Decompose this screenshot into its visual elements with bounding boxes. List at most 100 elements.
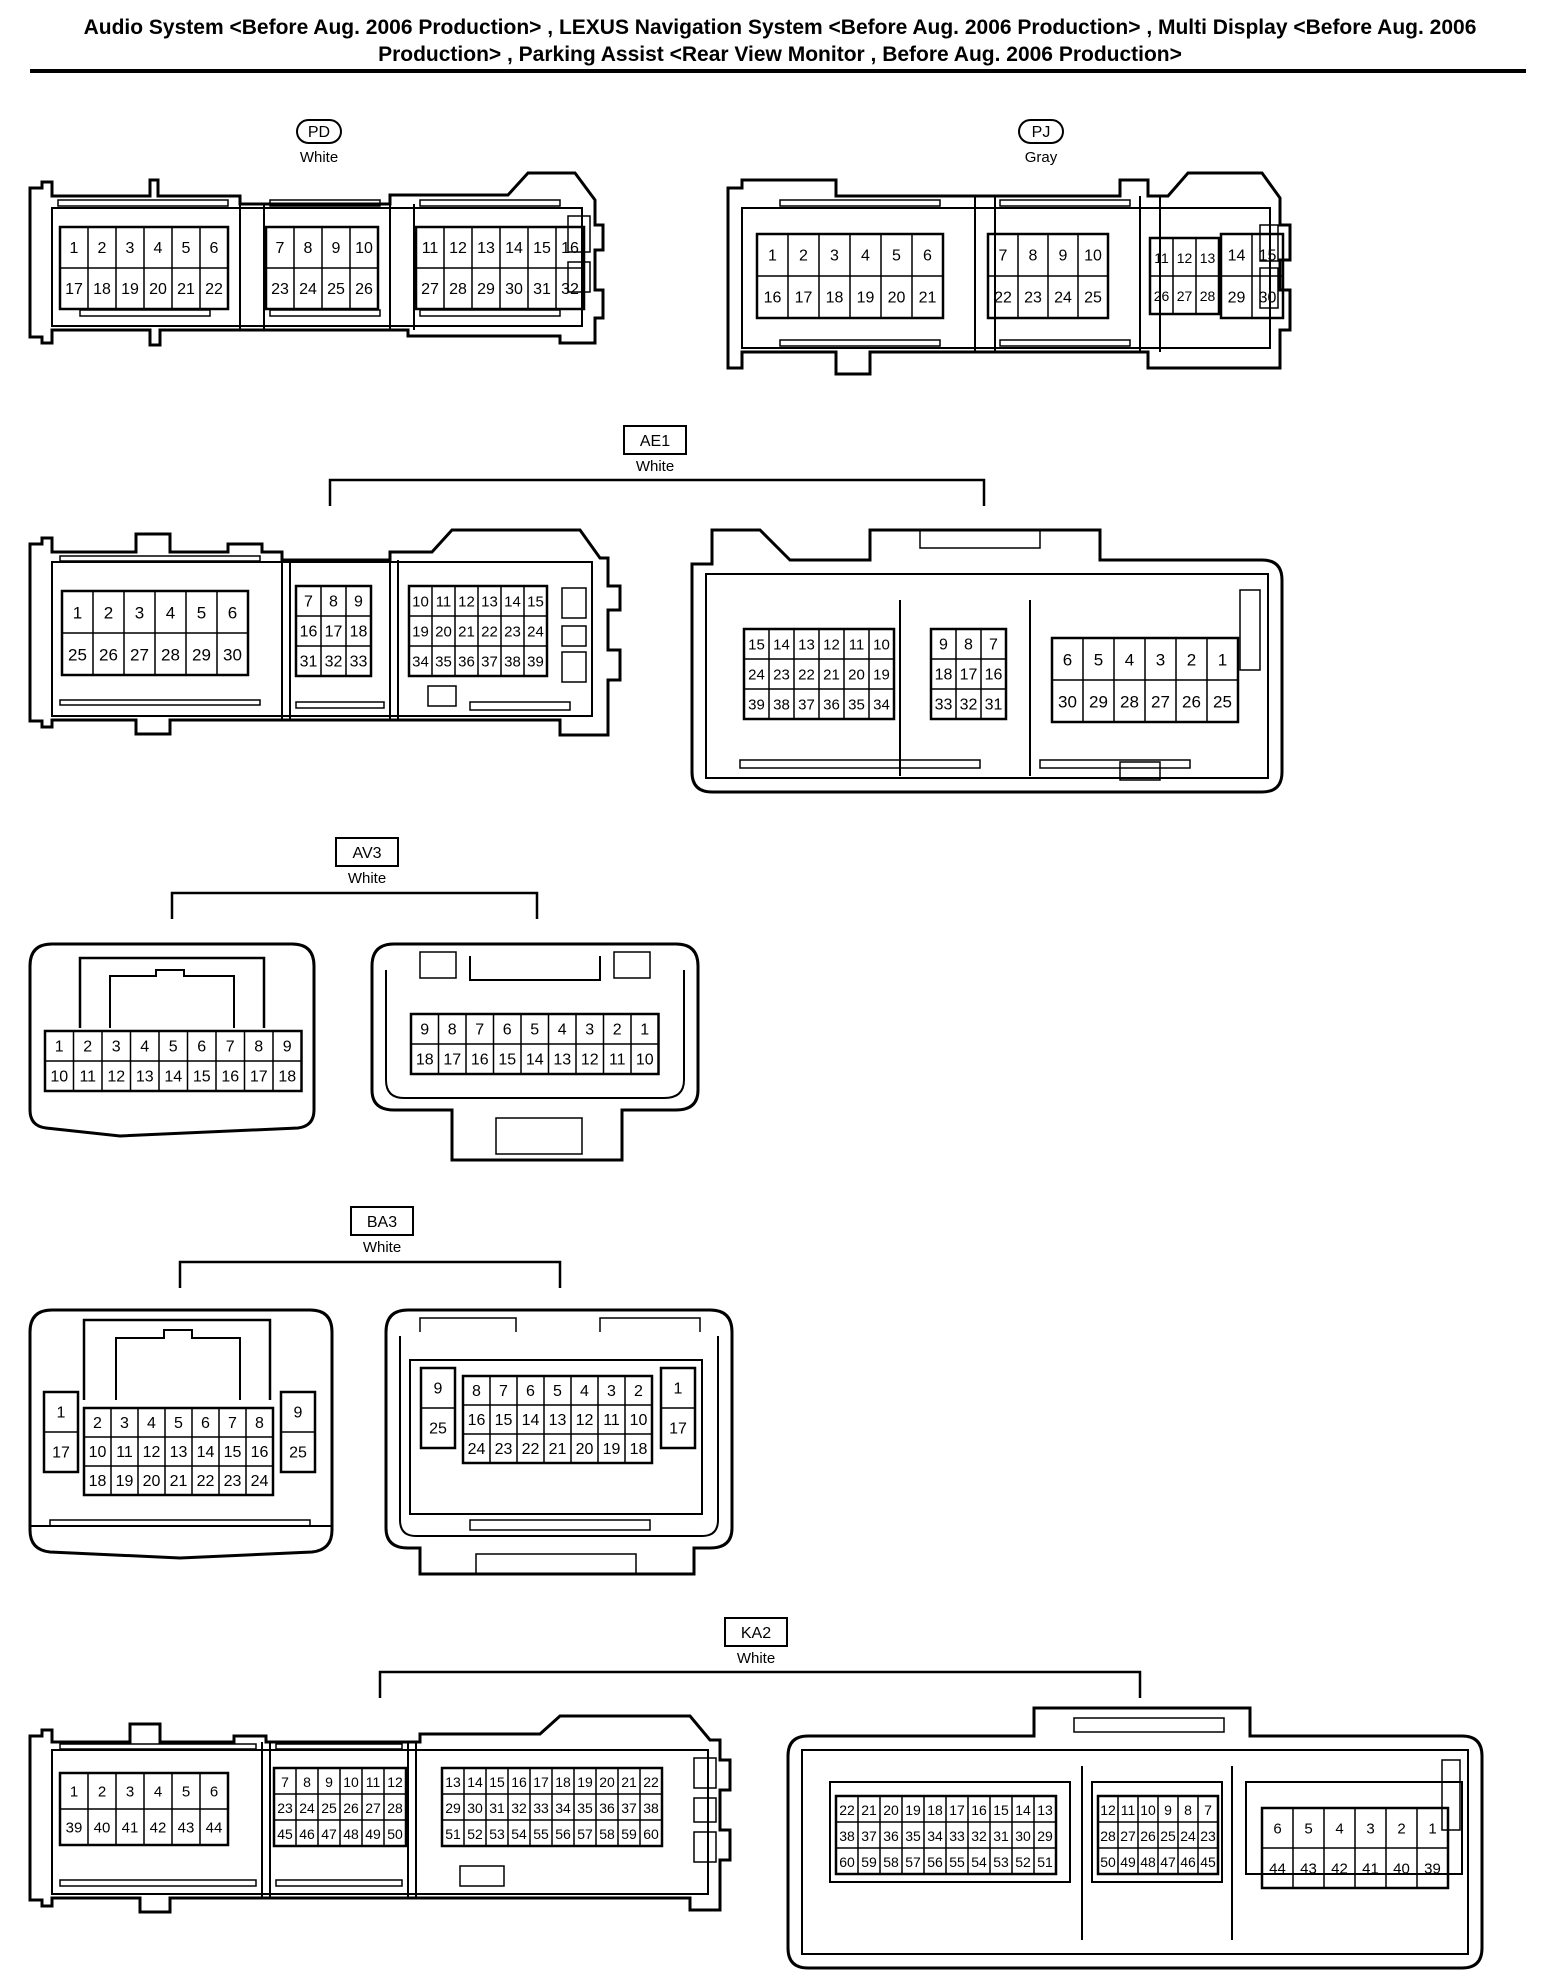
pin-number: 27: [421, 281, 439, 298]
pin-number: 18: [89, 1473, 107, 1490]
pin-number: 14: [504, 594, 521, 611]
pin-number: 18: [630, 1441, 648, 1458]
pin-number: 17: [669, 1421, 687, 1438]
key-slot: [1441, 1759, 1461, 1831]
pin-cell: [624, 1433, 653, 1464]
pin-number: 11: [1154, 250, 1169, 266]
pin-number: 32: [561, 281, 579, 298]
pin-number: 7: [226, 1039, 235, 1056]
pin-number: 18: [278, 1069, 296, 1086]
pin-number: 14: [164, 1069, 182, 1086]
pin-number: 57: [577, 1826, 593, 1842]
pin-number: 18: [927, 1802, 943, 1818]
pin-number: 4: [147, 1415, 156, 1432]
ae1-right-housing-inner: [705, 573, 1269, 779]
pin-number: 21: [823, 667, 840, 684]
pin-number: 10: [873, 637, 890, 654]
pin-number: 23: [495, 1441, 513, 1458]
group-bracket: [378, 1670, 1142, 1698]
pin-number: 27: [130, 646, 149, 665]
pin-cell: [272, 1060, 303, 1092]
connector-code: PD: [308, 124, 330, 141]
pin-number: 21: [621, 1774, 637, 1790]
pin-number: 36: [599, 1800, 615, 1816]
latch-slot: [275, 1743, 403, 1750]
pin-number: 25: [1084, 290, 1102, 307]
pin-number: 24: [527, 624, 544, 641]
pin-cell: [43, 1431, 79, 1473]
pin-number: 10: [355, 240, 373, 257]
pin-number: 13: [1200, 250, 1216, 266]
pin-number: 25: [289, 1445, 307, 1462]
pin-number: 25: [429, 1421, 447, 1438]
pin-number: 12: [823, 637, 840, 654]
pin-number: 35: [435, 654, 452, 671]
key-slot: [1119, 761, 1161, 781]
pin-number: 45: [277, 1826, 293, 1842]
key-slot: [567, 261, 591, 293]
pin-number: 37: [621, 1800, 637, 1816]
pin-number: 4: [166, 604, 175, 623]
pin-number: 6: [197, 1039, 206, 1056]
pin-number: 26: [1140, 1828, 1156, 1844]
pin-number: 8: [1029, 248, 1038, 265]
pin-number: 18: [93, 281, 111, 298]
pin-number: 23: [504, 624, 521, 641]
pin-number: 21: [919, 290, 937, 307]
pin-number: 13: [481, 594, 498, 611]
pin-number: 20: [888, 290, 906, 307]
pin-block: 925: [419, 1366, 457, 1450]
pin-number: 28: [449, 281, 467, 298]
latch-slot: [599, 1317, 701, 1332]
pin-number: 26: [343, 1800, 359, 1816]
latch-slot: [419, 199, 561, 207]
pin-number: 11: [116, 1444, 133, 1461]
pin-number: 20: [435, 624, 452, 641]
pin-number: 22: [798, 667, 815, 684]
pin-number: 9: [325, 1774, 333, 1790]
pin-number: 18: [826, 290, 844, 307]
latch-slot: [57, 199, 229, 207]
pin-number: 20: [883, 1802, 899, 1818]
latch-slot: [999, 199, 1131, 207]
pin-number: 9: [1164, 1802, 1172, 1818]
latch-slot: [475, 1553, 637, 1575]
ba3-left-housing-outline: [28, 1308, 334, 1560]
pin-number: 13: [477, 240, 495, 257]
pin-number: 17: [65, 281, 83, 298]
pin-number: 57: [905, 1854, 921, 1870]
pin-number: 33: [949, 1828, 965, 1844]
latch-slot: [999, 339, 1131, 347]
av3-left-lock: [78, 956, 266, 1028]
latch-slot: [1039, 759, 1191, 769]
pin-number: 30: [223, 646, 242, 665]
pin-cell: [1197, 1847, 1219, 1875]
pin-number: 4: [861, 248, 870, 265]
connector-color: White: [348, 870, 386, 887]
pin-number: 59: [621, 1826, 637, 1842]
pin-number: 21: [177, 281, 195, 298]
ba3-right-pin-frame: [409, 1359, 703, 1515]
pin-number: 14: [1228, 248, 1246, 265]
ka2-right-cavity: [1245, 1781, 1463, 1875]
pin-number: 32: [325, 654, 343, 671]
pin-number: 6: [1273, 1821, 1281, 1838]
pin-number: 8: [472, 1383, 481, 1400]
ka2-left-housing-outline: [28, 1714, 732, 1914]
pin-number: 8: [448, 1022, 457, 1039]
connector-color: Gray: [1025, 149, 1058, 166]
pin-number: 29: [445, 1800, 461, 1816]
pin-number: 55: [533, 1826, 549, 1842]
pin-number: 16: [300, 624, 318, 641]
latch-slot: [419, 951, 457, 979]
pin-number: 18: [350, 624, 368, 641]
pin-number: 2: [98, 1784, 106, 1801]
pin-cell: [660, 1407, 696, 1449]
pin-number: 35: [577, 1800, 593, 1816]
